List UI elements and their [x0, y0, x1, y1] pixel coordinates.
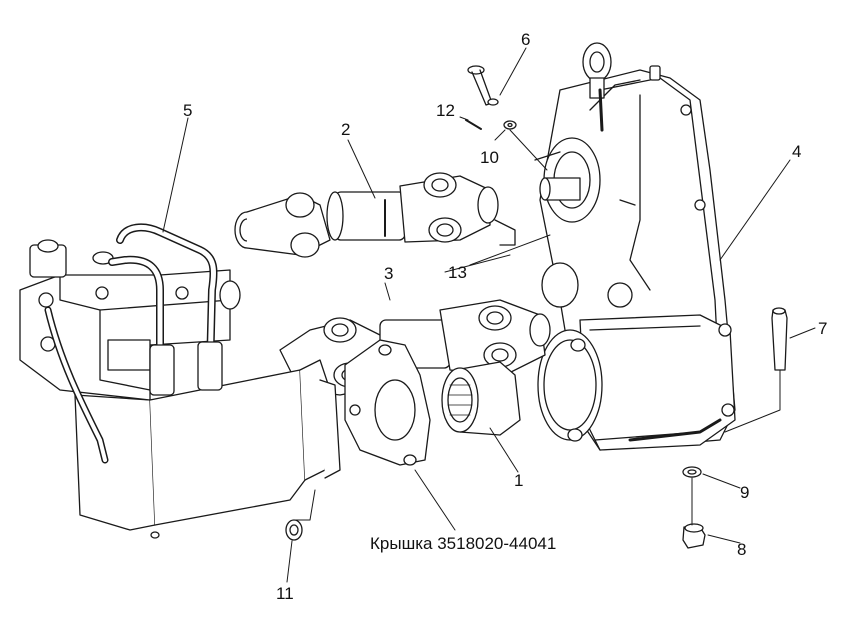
callout-12: 12 [436, 101, 455, 120]
pin-part-12 [465, 119, 482, 130]
bolt-part-6 [467, 65, 499, 106]
bolt-part-7 [771, 307, 788, 371]
callout-10: 10 [480, 148, 499, 167]
cover-caption: Крышка 3518020-44041 [370, 534, 557, 553]
callout-2: 2 [341, 120, 351, 139]
callout-13: 13 [448, 263, 467, 282]
callout-9: 9 [740, 483, 750, 502]
callout-7: 7 [818, 319, 828, 338]
coupling-sleeve-part-1 [441, 361, 521, 436]
callout-6: 6 [521, 30, 531, 49]
washer-part-9 [682, 466, 702, 478]
callout-3: 3 [384, 264, 394, 283]
washer-part-11 [285, 519, 303, 541]
cardan-shaft-part-2 [234, 172, 516, 258]
gearbox-housing-part-4 [534, 42, 736, 451]
callout-1: 1 [514, 471, 524, 490]
hydraulic-pump-assembly [19, 223, 341, 539]
callout-5: 5 [183, 101, 193, 120]
cover-plate [344, 339, 431, 466]
callout-4: 4 [792, 142, 802, 161]
nut-part-8 [682, 523, 706, 549]
washer-part-10 [503, 120, 517, 130]
callout-8: 8 [737, 540, 747, 559]
leader-lines [162, 47, 816, 583]
callout-11: 11 [276, 584, 294, 603]
